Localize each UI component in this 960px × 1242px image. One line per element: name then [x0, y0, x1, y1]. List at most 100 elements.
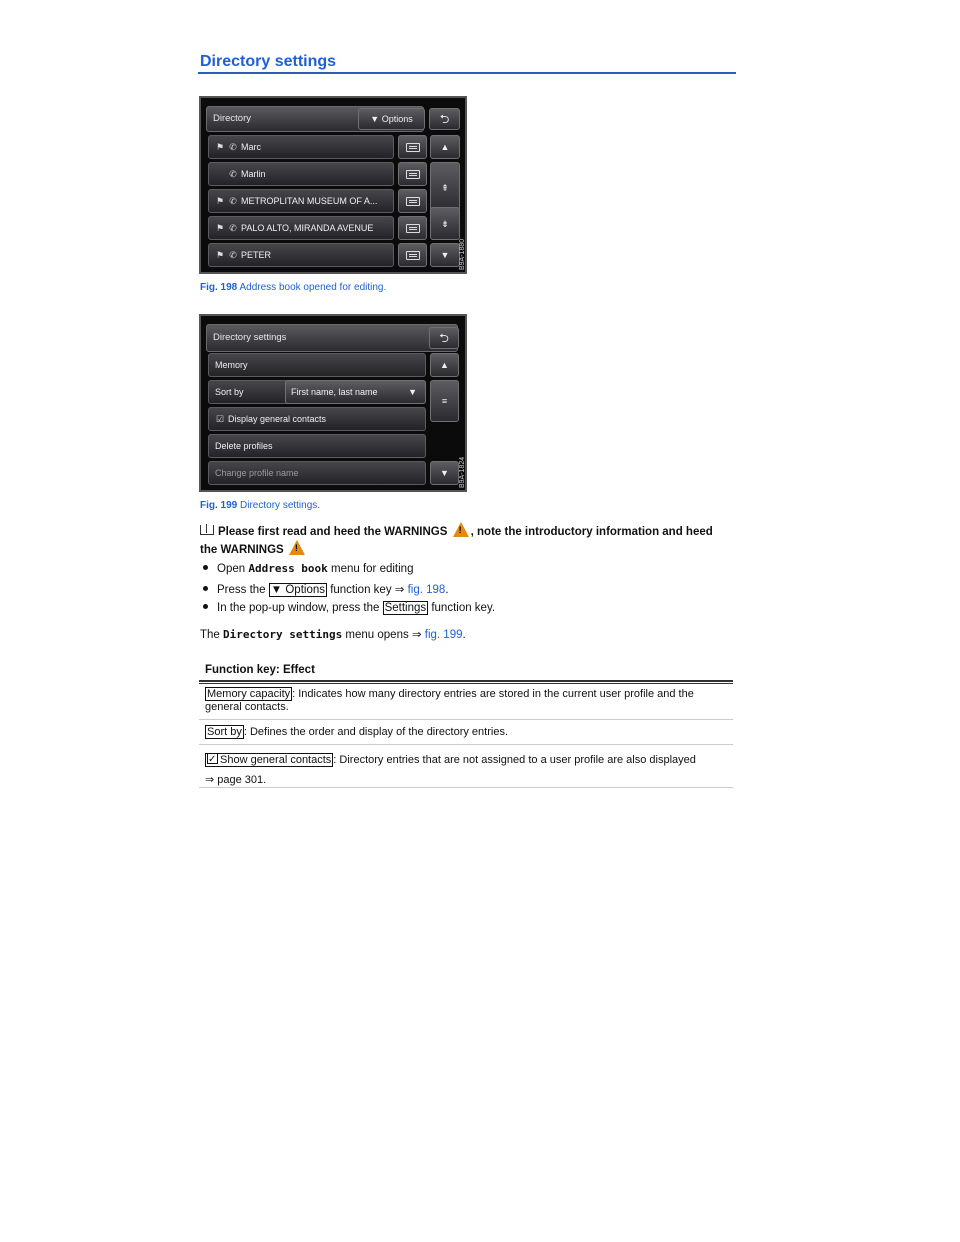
- back-button[interactable]: ⮌: [429, 108, 460, 130]
- phone-icon: ✆: [229, 250, 237, 260]
- step-text: .: [445, 584, 449, 596]
- card-icon: [406, 251, 420, 260]
- intro-line-2: the WARNINGS: [200, 540, 307, 556]
- table-row: Memory capacity: Indicates how many dire…: [205, 687, 730, 714]
- options-button[interactable]: ▼ Options: [358, 108, 425, 130]
- scroll-down-button[interactable]: ▼: [430, 243, 460, 267]
- fig-199-link[interactable]: fig. 199: [424, 629, 463, 641]
- options-key: ▼ Options: [268, 583, 327, 597]
- card-icon: [406, 170, 420, 179]
- para-text: The: [200, 629, 224, 641]
- figure-199-caption: Fig. 199 Directory settings.: [200, 500, 320, 511]
- contact-name: Marc: [241, 142, 261, 152]
- intro-text-a: Please first read and heed the WARNINGS: [218, 526, 448, 538]
- figure-id: B9A-1824: [459, 456, 466, 488]
- memory-row[interactable]: Memory: [208, 353, 426, 377]
- step-text: function key ⇒: [327, 584, 408, 596]
- contact-details-button[interactable]: [398, 189, 427, 213]
- display-general-contacts-row[interactable]: ☑Display general contacts: [208, 407, 426, 431]
- step-1: Open Address book menu for editing: [203, 562, 413, 575]
- flag-icon: ⚑: [215, 142, 225, 152]
- para-text: menu opens ⇒: [342, 629, 425, 641]
- book-icon: [200, 524, 214, 535]
- step-2: Press the ▼ Options function key ⇒ fig. …: [203, 582, 449, 597]
- list-item[interactable]: ⚑✆PALO ALTO, MIRANDA AVENUE: [208, 216, 394, 240]
- list-item[interactable]: ⚑✆Marlin: [208, 162, 394, 186]
- card-icon: [406, 197, 420, 206]
- caption-text: Address book opened for editing.: [239, 282, 387, 293]
- scroll-up-button[interactable]: ▲: [430, 135, 460, 159]
- figure-199-screen: Directory settings ⮌ Memory Sort by Firs…: [199, 314, 467, 492]
- warning-icon: [452, 522, 469, 537]
- figure-198-screen: Directory ▼ Options ⮌ ⚑✆Marc ⚑✆Marlin ⚑✆…: [199, 96, 467, 274]
- row-text: : Defines the order and display of the d…: [243, 726, 508, 738]
- sort-by-select[interactable]: First name, last name ▼: [285, 380, 426, 404]
- step-text: Open: [217, 563, 249, 575]
- list-item[interactable]: ⚑ ✆ Marc: [208, 135, 394, 159]
- step-text: menu for editing: [327, 563, 414, 575]
- step-3: In the pop-up window, press the Settings…: [203, 601, 496, 615]
- caption-text: Directory settings.: [240, 500, 321, 511]
- menu-opens-line: The Directory settings menu opens ⇒ fig.…: [200, 627, 466, 641]
- card-icon: [406, 224, 420, 233]
- intro-text-b: , note the introductory information and …: [470, 526, 713, 538]
- step-text: function key.: [428, 602, 496, 614]
- contact-name: PALO ALTO, MIRANDA AVENUE: [241, 223, 374, 233]
- checkbox-checked-icon: ☑: [215, 414, 225, 424]
- scroll-down-button[interactable]: ▼: [430, 461, 459, 485]
- table-bottom-rule: [199, 787, 733, 788]
- dropdown-arrow-icon: ▼: [408, 387, 417, 397]
- contact-name: Marlin: [241, 169, 266, 179]
- page-up-button[interactable]: ⇞: [430, 162, 460, 212]
- phone-icon: ✆: [229, 196, 237, 206]
- key-label: Show general contacts: [220, 754, 332, 766]
- row-text: general contacts.: [205, 701, 289, 713]
- change-profile-name-row[interactable]: Change profile name: [208, 461, 426, 485]
- table-row: Show general contacts: Directory entries…: [205, 750, 730, 790]
- contact-details-button[interactable]: [398, 162, 427, 186]
- contact-details-button[interactable]: [398, 135, 427, 159]
- caption-number: Fig. 199: [200, 500, 238, 511]
- row-text: : Directory entries that are not assigne…: [333, 754, 696, 766]
- contact-details-button[interactable]: [398, 243, 427, 267]
- bullet-icon: [203, 565, 208, 570]
- table-header-rule: [199, 680, 733, 684]
- table-divider: [199, 744, 733, 745]
- step-text: Press the: [217, 584, 269, 596]
- sort-by-label: Sort by: [215, 387, 244, 397]
- page-down-button[interactable]: ⇟: [430, 207, 460, 240]
- sort-by-value: First name, last name: [291, 387, 378, 397]
- settings-key: Settings: [382, 601, 429, 615]
- contact-name: METROPLITAN MUSEUM OF A...: [241, 196, 378, 206]
- sort-by-key: Sort by: [205, 725, 244, 739]
- flag-icon: ⚑: [215, 196, 225, 206]
- section-title: Directory settings: [200, 53, 337, 70]
- checkbox-icon: [207, 750, 218, 770]
- directory-settings-header: Directory settings: [206, 324, 458, 352]
- table-header: Function key: Effect: [205, 664, 315, 676]
- delete-profiles-row[interactable]: Delete profiles: [208, 434, 426, 458]
- para-text: .: [462, 629, 466, 641]
- phone-icon: ✆: [229, 142, 237, 152]
- row-text: : Indicates how many directory entries a…: [292, 688, 694, 700]
- display-general-label: Display general contacts: [228, 414, 327, 424]
- memory-capacity-key: Memory capacity: [205, 687, 293, 701]
- caption-number: Fig. 198: [200, 282, 238, 293]
- bullet-icon: [203, 604, 208, 609]
- table-row: Sort by: Defines the order and display o…: [205, 725, 730, 739]
- list-item[interactable]: ⚑ ✆ PETER: [208, 243, 394, 267]
- back-button[interactable]: ⮌: [429, 327, 459, 349]
- scroll-up-button[interactable]: ▲: [430, 353, 459, 377]
- contact-name: PETER: [241, 250, 272, 260]
- contact-details-button[interactable]: [398, 216, 427, 240]
- figure-id: B9A-1880: [459, 238, 466, 270]
- phone-icon: ✆: [229, 223, 237, 233]
- scrollbar-handle[interactable]: ≡: [430, 380, 459, 422]
- flag-icon: ⚑: [215, 250, 225, 260]
- menu-name: Directory settings: [223, 628, 343, 641]
- title-underline: [198, 72, 736, 74]
- list-item[interactable]: ⚑ ✆ METROPLITAN MUSEUM OF A...: [208, 189, 394, 213]
- page-ref[interactable]: ⇒ page 301.: [205, 774, 267, 786]
- show-general-contacts-key: Show general contacts: [205, 750, 334, 770]
- fig-198-link[interactable]: fig. 198: [407, 584, 446, 596]
